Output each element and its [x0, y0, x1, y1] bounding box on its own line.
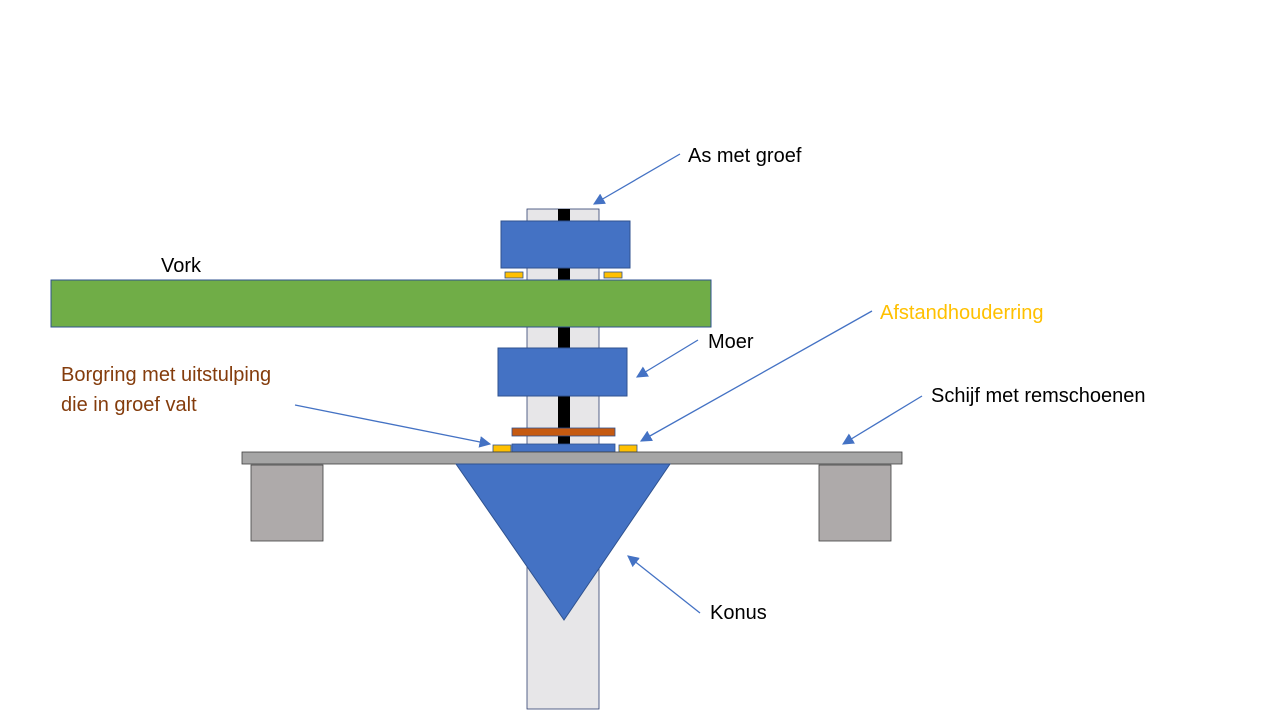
arrow-afstandhouderring [639, 310, 873, 442]
brake-shoe-right [818, 464, 892, 542]
brake-shoe-left [250, 464, 324, 542]
label-vork: Vork [161, 255, 202, 277]
label-as-met-groef: As met groef [688, 145, 802, 167]
arrow-schijf [842, 395, 923, 445]
disc [241, 451, 903, 465]
cone [455, 463, 671, 621]
fork [50, 279, 712, 328]
arrow-moer [635, 339, 699, 378]
label-borgring-line1: Borgring met uitstulping [61, 364, 271, 386]
label-afstandhouderring: Afstandhouderring [880, 302, 1043, 324]
label-borgring-line2: die in groef valt [61, 394, 197, 416]
top-nut [500, 220, 631, 269]
arrow-konus [627, 555, 701, 614]
spacer-ring-right [618, 444, 638, 453]
top-spacer-left [504, 271, 524, 279]
spacer-ring-left [492, 444, 512, 453]
label-schijf: Schijf met remschoenen [931, 385, 1146, 407]
lock-ring [511, 427, 616, 437]
base-plate [511, 443, 616, 453]
label-konus: Konus [710, 602, 767, 624]
arrow-borgring [294, 404, 492, 448]
label-moer: Moer [708, 331, 754, 353]
lower-nut [497, 347, 628, 397]
top-spacer-right [603, 271, 623, 279]
arrow-as-met-groef [592, 153, 681, 205]
